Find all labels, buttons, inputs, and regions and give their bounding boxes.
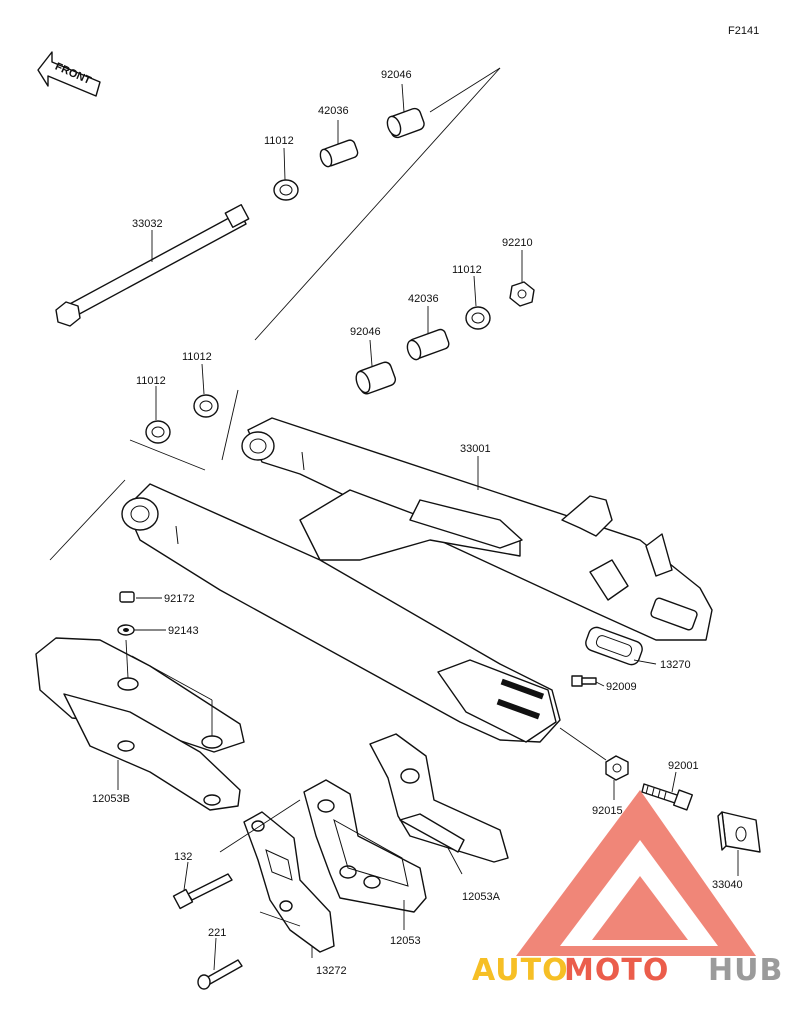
- oil-seal-top: [273, 179, 299, 201]
- chain-guide-12053A: [369, 733, 509, 863]
- label-33040: 33040: [712, 879, 743, 891]
- swingarm-body: [121, 417, 713, 743]
- watermark-hub: HUB: [708, 953, 783, 988]
- label-12053: 12053: [390, 935, 421, 947]
- watermark-logo: AUTO MOTO HUB: [472, 790, 783, 988]
- block-33040: [717, 811, 761, 853]
- label-92210: 92210: [502, 237, 533, 249]
- label-13272: 13272: [316, 965, 347, 977]
- label-92009: 92009: [606, 681, 637, 693]
- plate-13272: [243, 811, 335, 953]
- bolt-92172: [119, 591, 135, 603]
- label-92046-top: 92046: [381, 69, 412, 81]
- label-92172: 92172: [164, 593, 195, 605]
- label-221: 221: [208, 927, 226, 939]
- screw-221: [197, 959, 243, 990]
- label-132: 132: [174, 851, 192, 863]
- label-33032: 33032: [132, 218, 163, 230]
- label-11012-top: 11012: [264, 135, 294, 147]
- label-33001: 33001: [460, 443, 491, 455]
- needle-bearing-top: [386, 107, 425, 139]
- watermark-moto: MOTO: [564, 953, 669, 988]
- front-direction-arrow-icon: FRONT: [37, 51, 101, 97]
- bolt-92001: [641, 783, 694, 811]
- label-11012-left-b: 11012: [182, 351, 212, 363]
- collar-top: [319, 139, 359, 168]
- figure-code: F2141: [728, 25, 759, 37]
- label-12053A: 12053A: [462, 891, 501, 903]
- label-42036-mid: 42036: [408, 293, 439, 305]
- watermark-auto: AUTO: [472, 953, 569, 988]
- collar-mid: [406, 328, 450, 361]
- label-12053B: 12053B: [92, 793, 130, 805]
- label-11012-left-a: 11012: [136, 375, 166, 387]
- oil-seal-mid: [465, 306, 491, 330]
- bolt-132: [172, 873, 233, 910]
- chain-slider-12053B: [35, 637, 245, 811]
- label-92015: 92015: [592, 805, 623, 817]
- pivot-shaft: [55, 204, 250, 327]
- pivot-nut: [509, 281, 535, 307]
- needle-bearing-mid: [355, 361, 397, 395]
- washer-92143: [117, 624, 135, 636]
- label-11012-mid: 11012: [452, 264, 482, 276]
- label-42036-top: 42036: [318, 105, 349, 117]
- nut-92015: [605, 755, 629, 781]
- screw-92009: [571, 675, 597, 687]
- oil-seal-left-upper: [193, 394, 219, 418]
- chain-guide-12053: [303, 779, 427, 913]
- plate-13270: [585, 626, 643, 666]
- label-92143: 92143: [168, 625, 199, 637]
- oil-seal-left-lower: [145, 420, 171, 444]
- label-92046-mid: 92046: [350, 326, 381, 338]
- label-92001: 92001: [668, 760, 699, 772]
- label-13270: 13270: [660, 659, 691, 671]
